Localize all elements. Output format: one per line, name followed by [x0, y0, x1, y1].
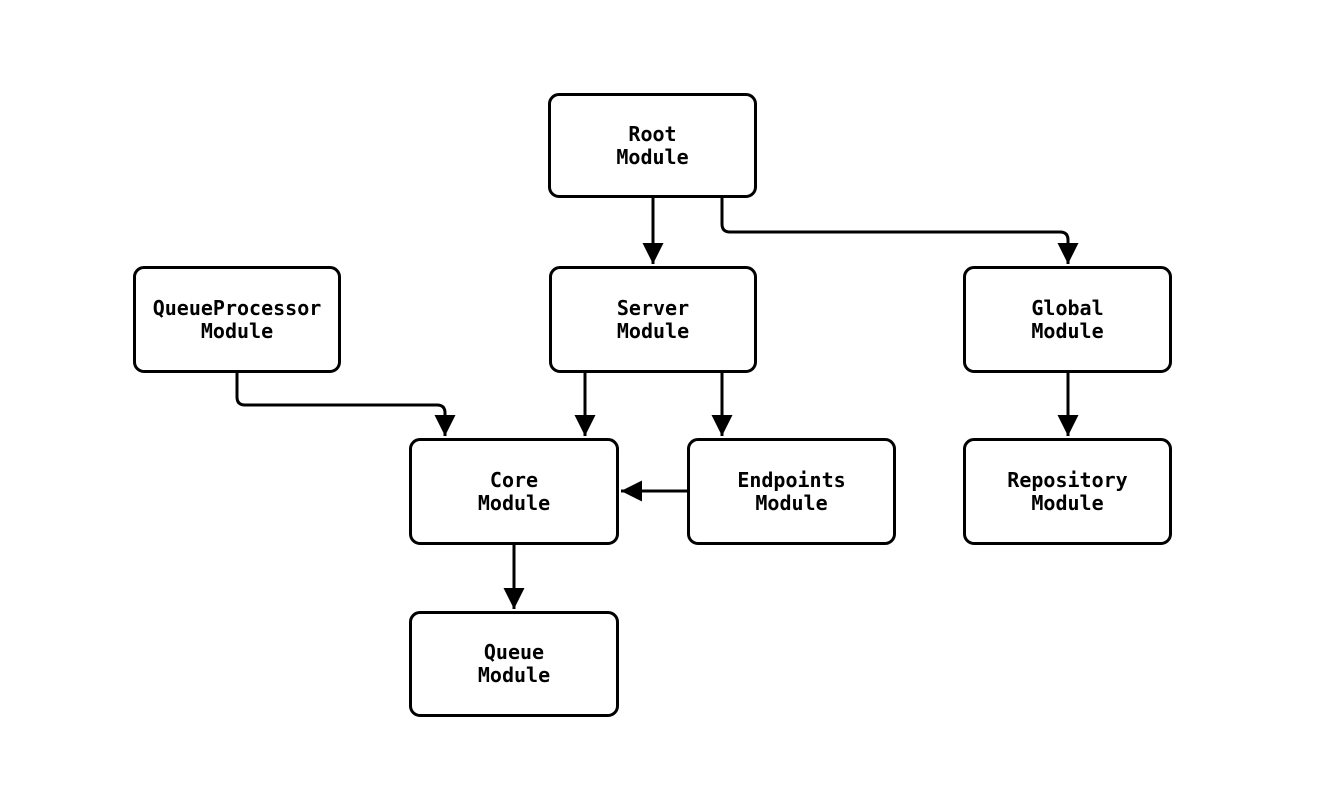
node-core-module: Core Module	[409, 438, 619, 545]
node-global-module-label: Global Module	[1031, 295, 1104, 343]
node-queueprocessor-module: QueueProcessor Module	[133, 266, 341, 373]
node-server-module-label: Server Module	[616, 295, 690, 343]
node-queue-module: Queue Module	[409, 611, 619, 717]
edge-queueprocessor-to-core	[235, 373, 456, 436]
node-repository-module: Repository Module	[963, 438, 1172, 545]
node-queueprocessor-module-label: QueueProcessor Module	[152, 295, 322, 343]
node-server-module: Server Module	[549, 266, 757, 373]
node-global-module: Global Module	[963, 266, 1172, 373]
node-repository-module-label: Repository Module	[1007, 467, 1128, 515]
node-core-module-label: Core Module	[477, 467, 551, 515]
node-queue-module-label: Queue Module	[477, 640, 551, 687]
node-endpoints-module: Endpoints Module	[687, 438, 896, 545]
node-endpoints-module-label: Endpoints Module	[737, 467, 846, 515]
node-root-module-label: Root Module	[616, 121, 689, 169]
edge-root-to-global	[720, 198, 1079, 264]
node-root-module: Root Module	[548, 93, 757, 198]
